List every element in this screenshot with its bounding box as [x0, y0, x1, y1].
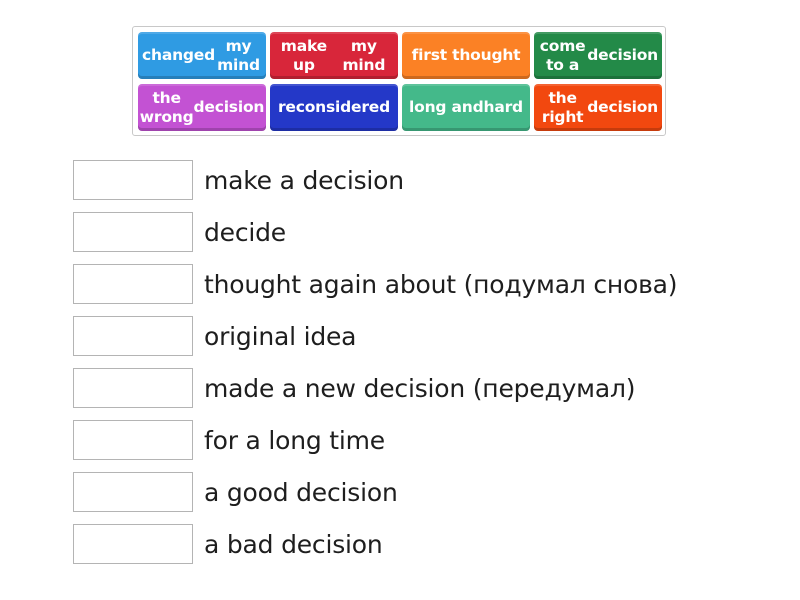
- definition-label: thought again about (подумал снова): [204, 269, 678, 299]
- match-row: for a long time: [73, 420, 385, 460]
- answer-tile-text: make up: [280, 36, 327, 74]
- answer-tile[interactable]: make up my mind: [270, 32, 398, 79]
- answer-tile-text: long and: [409, 98, 484, 116]
- definition-label: a bad decision: [204, 529, 383, 559]
- definition-label: original idea: [204, 321, 357, 351]
- answer-tile[interactable]: reconsidered: [270, 84, 398, 131]
- answer-tile-text: come to a: [539, 36, 586, 74]
- answer-tile-text: my mind: [217, 36, 260, 74]
- match-row: original idea: [73, 316, 357, 356]
- drop-slot[interactable]: [73, 160, 193, 200]
- answer-tile-text: hard: [483, 98, 524, 116]
- drop-slot[interactable]: [73, 524, 193, 564]
- answer-tile[interactable]: first thought: [402, 32, 530, 79]
- answer-tile-text: reconsidered: [277, 98, 391, 116]
- definition-label: made a new decision (передумал): [204, 373, 636, 403]
- answer-tile-text: first thought: [411, 46, 521, 64]
- drop-slot[interactable]: [73, 264, 193, 304]
- drop-slot[interactable]: [73, 316, 193, 356]
- match-row: a good decision: [73, 472, 398, 512]
- drop-slot[interactable]: [73, 368, 193, 408]
- drop-slot[interactable]: [73, 420, 193, 460]
- definition-label: make a decision: [204, 165, 404, 195]
- definition-label: decide: [204, 217, 286, 247]
- match-row: make a decision: [73, 160, 404, 200]
- definition-label: for a long time: [204, 425, 385, 455]
- answer-tile-text: the right: [541, 88, 584, 126]
- answer-tile-text: changed: [142, 46, 216, 64]
- match-row: a bad decision: [73, 524, 383, 564]
- definition-label: a good decision: [204, 477, 398, 507]
- answer-tile-text: decision: [587, 46, 658, 64]
- drop-slot[interactable]: [73, 212, 193, 252]
- answer-tile-text: my mind: [342, 36, 386, 74]
- answer-tile-text: decision: [587, 98, 658, 116]
- drop-slot[interactable]: [73, 472, 193, 512]
- match-row: decide: [73, 212, 286, 252]
- match-row: thought again about (подумал снова): [73, 264, 678, 304]
- match-row: made a new decision (передумал): [73, 368, 635, 408]
- answer-tile-text: the wrong: [139, 88, 194, 126]
- answer-tile-text: decision: [193, 98, 265, 116]
